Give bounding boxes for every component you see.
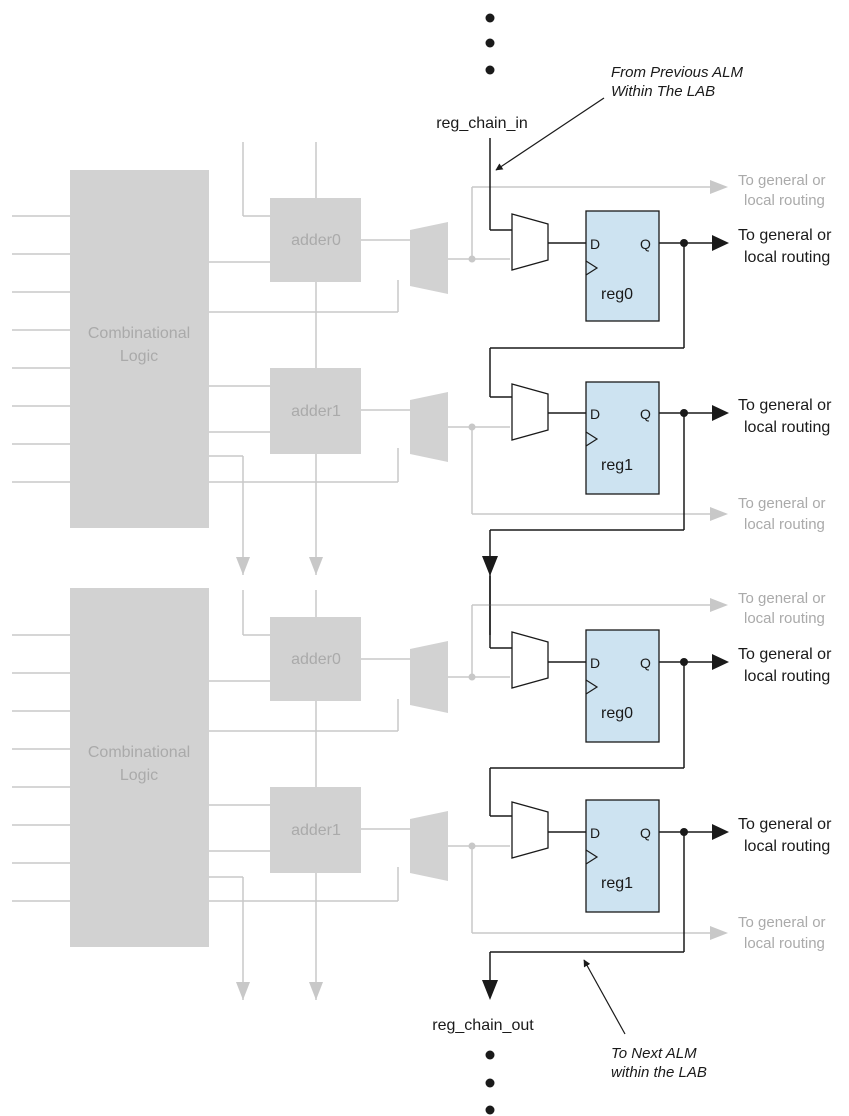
chain-mux-0 — [511, 213, 549, 271]
alm-lower: Combinational Logic adder0 adder1 — [12, 576, 832, 1000]
reg0-block-2 — [585, 629, 660, 743]
reg0-block — [585, 210, 660, 322]
routing-label-gray-a2: local routing — [744, 192, 825, 209]
routing-label-black-b2: local routing — [744, 419, 830, 436]
combinational-logic-block-2 — [70, 588, 209, 947]
reg1-label: reg1 — [601, 457, 633, 474]
adder1-2-label: adder1 — [291, 822, 341, 839]
bottom-continuation-dots — [485, 1050, 495, 1115]
reg1-d-pin: D — [590, 406, 600, 422]
routing-label-gray-c2: local routing — [744, 610, 825, 627]
adder0-label: adder0 — [291, 232, 341, 249]
alm-upper: Combinational Logic adder0 adder1 — [12, 138, 832, 635]
adder1-block-2 — [270, 787, 361, 873]
chain-mux-1 — [511, 383, 549, 441]
combinational-logic-label-line2: Logic — [120, 348, 158, 365]
routing-label-gray-c1: To general or — [738, 590, 826, 607]
reg0-d-pin: D — [590, 236, 600, 252]
routing-label-black-a1: To general or — [738, 227, 832, 244]
output-mux-0 — [410, 222, 448, 294]
routing-label-gray-b2: local routing — [744, 516, 825, 533]
reg1-q-pin: Q — [640, 406, 651, 422]
combinational-logic-2-label-line2: Logic — [120, 767, 158, 784]
routing-label-black-a2: local routing — [744, 249, 830, 266]
output-mux-1 — [410, 392, 448, 462]
reg0-2-q-pin: Q — [640, 655, 651, 671]
reg1-2-label: reg1 — [601, 875, 633, 892]
output-mux-3 — [410, 811, 448, 881]
reg1-block — [585, 381, 660, 495]
routing-label-gray-d1: To general or — [738, 914, 826, 931]
reg0-q-pin: Q — [640, 236, 651, 252]
top-continuation-dots — [485, 13, 495, 75]
routing-label-gray-b1: To general or — [738, 495, 826, 512]
combinational-logic-label-line1: Combinational — [88, 325, 190, 342]
routing-label-black-d2: local routing — [744, 838, 830, 855]
output-mux-2 — [410, 641, 448, 713]
adder0-2-label: adder0 — [291, 651, 341, 668]
reg0-2-d-pin: D — [590, 655, 600, 671]
adder1-block — [270, 368, 361, 454]
to-next-alm-label-line1: To Next ALM — [611, 1045, 697, 1062]
from-previous-alm-pointer — [495, 97, 605, 171]
routing-label-black-d1: To general or — [738, 816, 832, 833]
reg0-label: reg0 — [601, 286, 633, 303]
from-previous-alm-label-line2: Within The LAB — [611, 83, 715, 100]
reg-chain-out-label: reg_chain_out — [432, 1017, 534, 1034]
chain-mux-3 — [511, 801, 549, 859]
routing-label-gray-d2: local routing — [744, 935, 825, 952]
reg0-2-label: reg0 — [601, 705, 633, 722]
combinational-logic-2-label-line1: Combinational — [88, 744, 190, 761]
reg-chain-in-label: reg_chain_in — [436, 115, 528, 132]
routing-label-gray-a1: To general or — [738, 172, 826, 189]
to-next-alm-pointer — [583, 959, 626, 1035]
reg1-block-2 — [585, 799, 660, 913]
from-previous-alm-label-line1: From Previous ALM — [611, 64, 743, 81]
adder0-block — [270, 198, 361, 282]
adder0-block-2 — [270, 617, 361, 701]
reg1-2-d-pin: D — [590, 825, 600, 841]
routing-label-black-b1: To general or — [738, 397, 832, 414]
combinational-logic-block — [70, 170, 209, 528]
to-next-alm-label-line2: within the LAB — [611, 1064, 707, 1081]
adder1-label: adder1 — [291, 403, 341, 420]
routing-label-black-c2: local routing — [744, 668, 830, 685]
routing-label-black-c1: To general or — [738, 646, 832, 663]
chain-mux-2 — [511, 631, 549, 689]
reg1-2-q-pin: Q — [640, 825, 651, 841]
